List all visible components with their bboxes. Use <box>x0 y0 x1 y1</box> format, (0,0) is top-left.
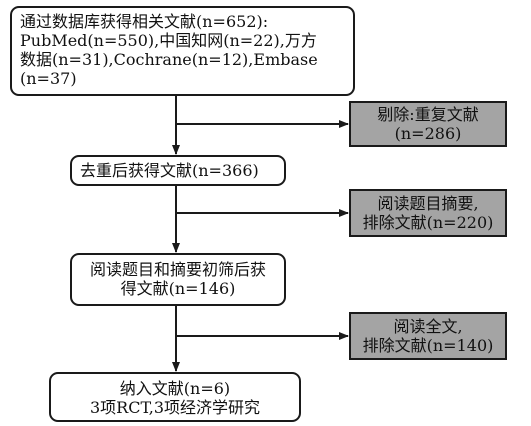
after-deduplication-box: 去重后获得文献(n=366) <box>70 155 286 186</box>
after-deduplication-line-1: 去重后获得文献(n=366) <box>80 161 259 180</box>
excluded-fulltext-box: 阅读全文, 排除文献(n=140) <box>349 312 507 360</box>
after-screening-line-1: 阅读题目和摘要初筛后获 <box>89 260 266 279</box>
excluded-duplicates-line-2: (n=286) <box>394 124 462 143</box>
excluded-duplicates-box: 剔除:重复文献 (n=286) <box>349 101 507 147</box>
after-screening-line-2: 得文献(n=146) <box>120 279 236 298</box>
after-screening-box: 阅读题目和摘要初筛后获 得文献(n=146) <box>70 253 286 306</box>
records-identified-box: 通过数据库获得相关文献(n=652): PubMed(n=550),中国知网(n… <box>10 6 355 96</box>
records-identified-line-3: 数据(n=31),Cochrane(n=12),Embase <box>20 50 318 69</box>
excluded-duplicates-line-1: 剔除:重复文献 <box>377 105 479 124</box>
records-identified-line-2: PubMed(n=550),中国知网(n=22),万方 <box>20 31 317 50</box>
excluded-fulltext-line-1: 阅读全文, <box>393 317 463 336</box>
included-studies-box: 纳入文献(n=6) 3项RCT,3项经济学研究 <box>49 372 301 422</box>
excluded-title-abstract-box: 阅读题目摘要, 排除文献(n=220) <box>349 189 507 237</box>
excluded-title-abstract-line-1: 阅读题目摘要, <box>377 194 479 213</box>
records-identified-line-1: 通过数据库获得相关文献(n=652): <box>20 12 269 31</box>
excluded-title-abstract-line-2: 排除文献(n=220) <box>362 213 494 232</box>
records-identified-line-4: (n=37) <box>20 69 77 88</box>
included-studies-line-1: 纳入文献(n=6) <box>119 379 231 398</box>
excluded-fulltext-line-2: 排除文献(n=140) <box>362 336 494 355</box>
included-studies-line-2: 3项RCT,3项经济学研究 <box>89 398 261 417</box>
